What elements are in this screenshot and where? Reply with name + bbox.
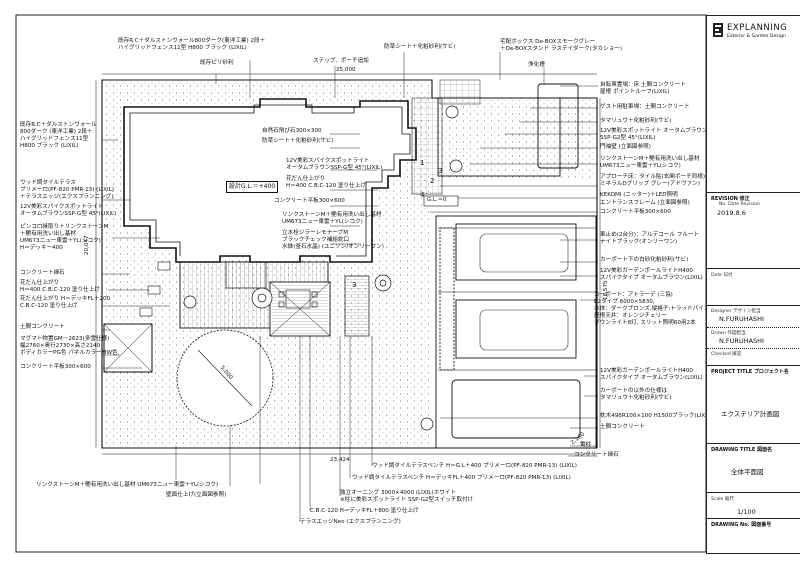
note-awning: 独立オーニング 3000×4000 (LIXIL)ホワイト ※柱に美彩スポットラ… [340, 490, 474, 503]
note-concrete-plate-right: コンクリート平板300×600 [600, 209, 671, 215]
title-block: EXPLANNING Exterior & Garden Design REVI… [706, 15, 800, 554]
scale-value: 1/100 [737, 508, 756, 516]
unit-number: 1 [420, 159, 425, 167]
note-wood-terrace: ウッド調タイルテラス プリメーロ(PF-820 PMR-13) (LIXIL) … [20, 180, 114, 200]
house-inner [129, 104, 411, 257]
parking-area [435, 83, 597, 449]
note-sleeper: 枕木496R100×100 H1500ブラック(LIXIL) [600, 413, 713, 419]
note-stepping-stone: 自然石飛び石300×300 [262, 128, 322, 134]
note-spotlight-left: 12V美彩スパイクスポットライト オータムブラウンSSP-G型 45°(LIXI… [20, 204, 117, 217]
note-curb-right: コンクリート縁石 [574, 452, 619, 458]
awning-diagonal [269, 281, 331, 337]
note-linkstone-mid: リンクストーンM＋艶有用洗い出し基材 UM673ニュー東雲＋YL(シコク) [282, 212, 382, 225]
note-wall-decoration: 壁面仕上げ(立面図参照) [166, 492, 227, 498]
note-top-fence: 既存R.C＋ダルストンウォール800ダーク(東洋工業) 2段＋ ハイグリッドフェ… [118, 38, 266, 51]
note-guest-parking: ゲスト用駐車場：土間コンクリート [600, 104, 690, 110]
unit-number: 2 [430, 177, 435, 185]
brand-name: EXPLANNING [727, 23, 788, 33]
note-concrete-plate-mid: コンクリート平板300×600 [274, 198, 345, 204]
note-garden-pole-2: 12V美彩ガーデンポールライトH400 スパイクタイプ オータムブラウン(LIX… [600, 368, 703, 381]
note-weed-sheet-mid: 防草シート＋化粧砂利(サビ) [262, 138, 334, 144]
dim-overall-width: 25,000 [336, 67, 356, 73]
note-linkstone-bottom: リンクストーンM＋艶有用洗い出し基材 UM673ニュー東雲＋YL(シコク) [36, 482, 219, 488]
approach-grid [411, 97, 443, 195]
unit-number: 3 [352, 281, 357, 289]
note-flowerbed-2: 花だん仕上がり H＝デッキFL＋200 C.B.C-120 塗り仕上げ [20, 296, 111, 309]
note-carport-under: カーポート下の白砂化粧砂利(サビ) [600, 257, 689, 263]
note-approach: アプローチ床：タイル貼(玄関ポーチ同様) ミネラルDグリップ グレー(アドヴァン… [600, 174, 706, 187]
note-step-porch: ステップ、ポーチ追加 [313, 58, 369, 64]
right-gravel [436, 100, 594, 180]
drawn-label: Drawn 作図担当 [711, 331, 746, 336]
note-linkstone-right: リンクストーンM＋艶有用洗い出し基材 UM673ニュー東雲＋YL(シコク) [600, 156, 700, 169]
project-title: エクステリア計画図 [721, 410, 780, 418]
bench-left [225, 261, 267, 289]
note-blackstone: 立水栓ジラーレモナーブM ブラックチェック補給蛇口 水鉢(釜石氷晶) (ユニソン… [282, 230, 384, 250]
unit-number: 4 [420, 191, 425, 199]
revision-sub: No. Date Revision [719, 202, 760, 207]
brand: EXPLANNING Exterior & Garden Design [709, 20, 799, 44]
gl-zero-label: G.L.＝0 [427, 197, 447, 203]
designer-label: Designer デザイン担当 [711, 309, 761, 314]
leader-lines [102, 52, 598, 522]
dimension-lines [95, 73, 601, 455]
note-bench-2: ウッド調タイルテラスベンチ H＝デッキFL＋400 プリメーロ(PF-820 P… [352, 475, 571, 481]
site-boundary [101, 79, 598, 449]
note-hydrant: 電柱 [580, 442, 592, 448]
dim-bottom-width: 23,424 [330, 457, 350, 463]
note-spotlight-right: 12V美彩スポットライト オータムブラウン SSP-G2型 45°(LIXIL) [600, 128, 708, 141]
designer-name: N.FURUHASHI [719, 315, 764, 323]
note-flowerbed-mid: 花だん仕上がり H＝400 C.B.C-120 塗り仕上げ [286, 176, 366, 189]
note-bench-1: ウッド調タイルテラスベンチ H＝G.L＋400 プリメーロ(PF-820 PMR… [372, 463, 577, 469]
drawn-name: N.FURUHASHI [719, 337, 764, 345]
note-carport-other: カーポートの以外の仕様は タマリュウ＋化粧砂利(サビ) [600, 388, 672, 401]
note-gate-pillar: 門袖壁 (立面図参照) [600, 144, 651, 150]
revision-label: REVISION 修正 [711, 196, 750, 202]
note-mailbox: 宅配ボックス De-BOXスモークグレー ＋De-BOXスタンド ラステイダーク… [500, 39, 623, 52]
drawing-no-label: DRAWING No. 図面番号 [711, 522, 772, 528]
note-car-stop: 車止め(2台分)：アルデコール フルート ナイトブラック(オンリーワン) [600, 232, 700, 245]
note-weed-sheet-top: 防草シート＋化粧砂利(サビ) [384, 44, 456, 50]
note-curb-left: コンクリート縁石 [20, 270, 65, 276]
note-entrance-frame: エントランスフレーム (立面図参照) [600, 200, 690, 206]
bench-right [344, 275, 370, 337]
note-tamaryu: タマリュウ＋化粧砂利(サビ) [600, 118, 672, 124]
checked-label: Checked 確認 [711, 352, 742, 357]
note-magmat: マグマト物置GM－2623(多雪仕様) 幅2760×奥行2730×高さ2140 … [20, 336, 118, 356]
revision-date: 2019.8.6 [717, 209, 746, 217]
brand-logo-icon [713, 23, 723, 37]
note-kekomi: KEKOMI (ニッター)＋LED照明 [600, 192, 678, 198]
note-left-fence: 既存R.C＋ダルストンウォール 800ダーク (東洋工業) 2段＋ ハイグリッド… [20, 122, 97, 149]
note-spotlight-mid: 12V美彩スパイクスポットライト オータムブラウンSSP-G型 45°(LIXI… [286, 158, 383, 171]
date-label: Date 日付 [711, 273, 733, 278]
design-gl-label: 設計G.L.＝+400 [226, 181, 278, 193]
table-chairs [278, 289, 318, 309]
note-soil-concrete: 土間コンクリート [20, 324, 65, 330]
trees [183, 105, 463, 431]
note-top-plant: 既存ピリ砂利 [200, 60, 234, 66]
note-septic: 浄化槽 [528, 62, 545, 68]
unit-number: 3 [438, 167, 443, 175]
note-cbc-finish: C.B.C-120 H＝デッキFL＋800 塗り仕上げ [310, 508, 419, 514]
drawing-title: 全体平面図 [731, 468, 764, 476]
note-terrace-edge: テラスエッジNeo (エクスプランニング) [300, 519, 401, 525]
septic-grid [439, 79, 481, 105]
scale-label: Scale 縮尺 [711, 497, 735, 502]
note-concrete-plate-left: コンクリート平板300×600 [20, 364, 91, 370]
note-flowerbed-1: 花だん仕上がり H＝400 C.B.C-120 塗り仕上げ [20, 280, 100, 293]
note-soil-concrete-right: 土間コンクリート [600, 424, 645, 430]
drawing-title-label: DRAWING TITLE 図面名 [711, 447, 773, 453]
note-pinkoro: ピンコロ縁取り＋リンクストーンM ＋艶有用洗い出し基材 UM673ニュー東雲＋Y… [20, 224, 109, 251]
project-title-label: PROJECT TITLE プロジェクト名 [711, 369, 789, 375]
car-1 [479, 233, 569, 351]
note-garden-pole-1: 12V美彩ガーデンポールライトH400 スパイクタイプ オータムブラウン(LIX… [600, 268, 703, 281]
note-carport: カーポート：アトラーデ (三協) E2タイプ 6000×5830, 本体：ダーク… [594, 292, 710, 326]
note-bicycle: 自転車置場：床 土間コンクリート 屋根 ポイントルーフ(LIXIL) [600, 82, 686, 95]
brand-sub: Exterior & Garden Design [727, 34, 786, 39]
